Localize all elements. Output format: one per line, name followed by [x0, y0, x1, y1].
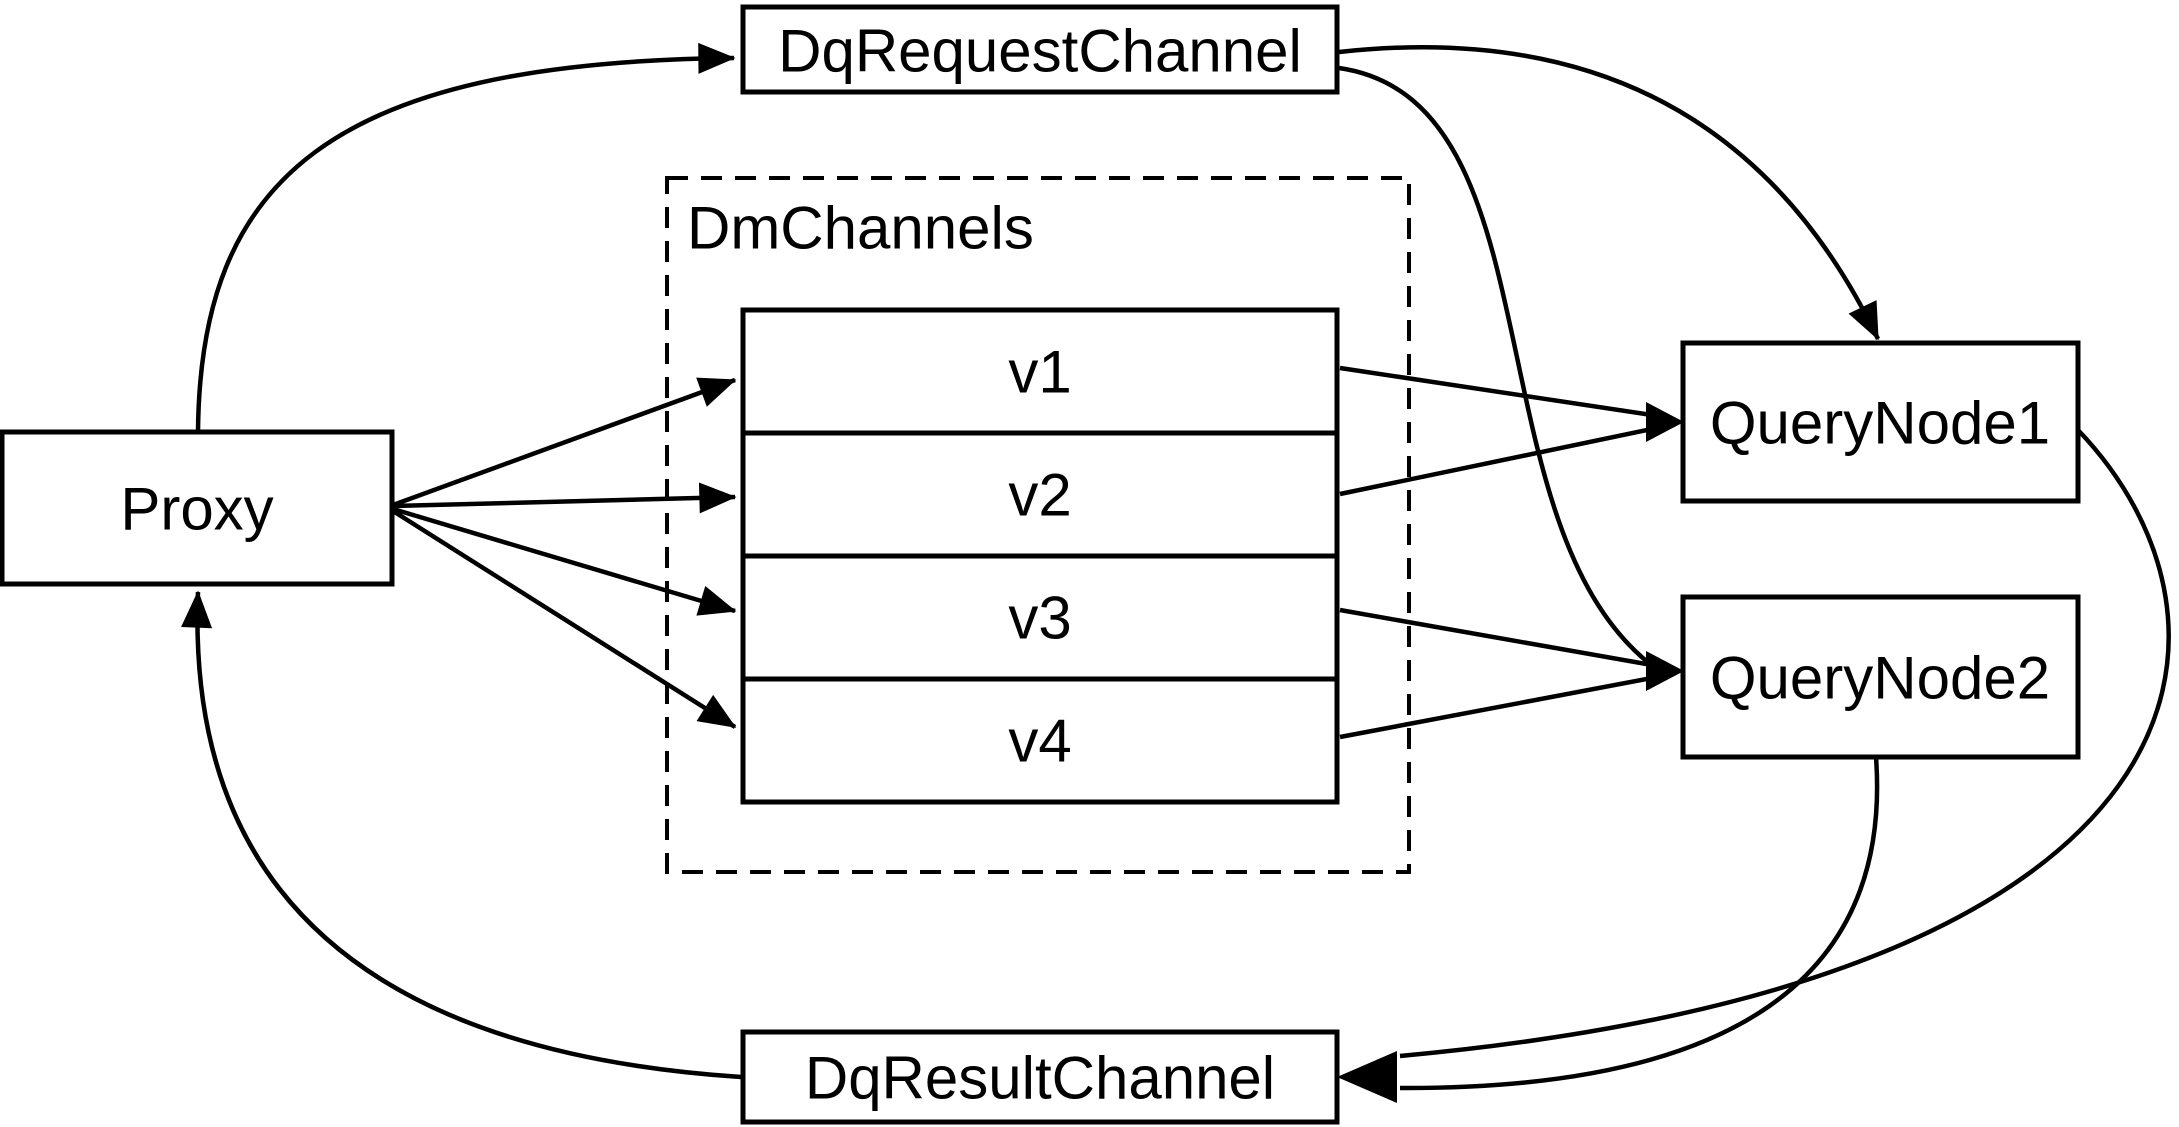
channel-v3-label: v3	[1008, 585, 1071, 652]
dq-result-channel-label: DqResultChannel	[805, 1045, 1275, 1112]
channel-v4-label: v4	[1008, 708, 1071, 775]
edge-v1-to-query-node-1	[1339, 365, 1653, 418]
arrowhead-into-query-node-1	[1646, 402, 1684, 442]
edge-proxy-to-v1	[392, 377, 737, 508]
edge-v3-to-query-node-2	[1339, 607, 1653, 668]
query-node-2-label: QueryNode2	[1710, 645, 2050, 712]
arrowhead-into-dq-result-channel	[1337, 1051, 1397, 1103]
edge-proxy-to-dq-request-channel	[195, 42, 736, 433]
edge-dq-request-channel-to-query-node-1	[1338, 44, 1881, 341]
proxy-label: Proxy	[120, 476, 273, 543]
edge-proxy-to-v4	[391, 509, 737, 729]
arrowhead-into-query-node-2	[1646, 651, 1684, 691]
query-node-2	[1680, 594, 2081, 760]
edge-query-node-2-to-dq-result-channel	[1399, 756, 1880, 1091]
dq-request-channel-node	[740, 4, 1340, 95]
edge-v4-to-query-node-2	[1339, 675, 1653, 740]
edge-dq-result-channel-to-proxy	[181, 590, 742, 1080]
query-node-1-label: QueryNode1	[1710, 390, 2050, 457]
edge-proxy-to-v3	[392, 506, 737, 616]
proxy-node	[0, 429, 395, 587]
edge-v2-to-query-node-1	[1339, 426, 1653, 497]
dm-channels-label: DmChannels	[687, 195, 1034, 262]
edge-proxy-to-v2	[392, 482, 737, 514]
channel-v1-label: v1	[1008, 339, 1071, 406]
dm-channels-group-box	[665, 176, 1411, 874]
dq-request-channel-label: DqRequestChannel	[778, 18, 1302, 85]
edge-dq-request-channel-to-query-node-2	[1338, 65, 1652, 666]
channel-v2-label: v2	[1008, 462, 1071, 529]
query-node-1	[1680, 340, 2081, 504]
dq-result-channel-node	[740, 1029, 1340, 1125]
edge-query-node-1-to-dq-result-channel	[1399, 428, 2171, 1059]
